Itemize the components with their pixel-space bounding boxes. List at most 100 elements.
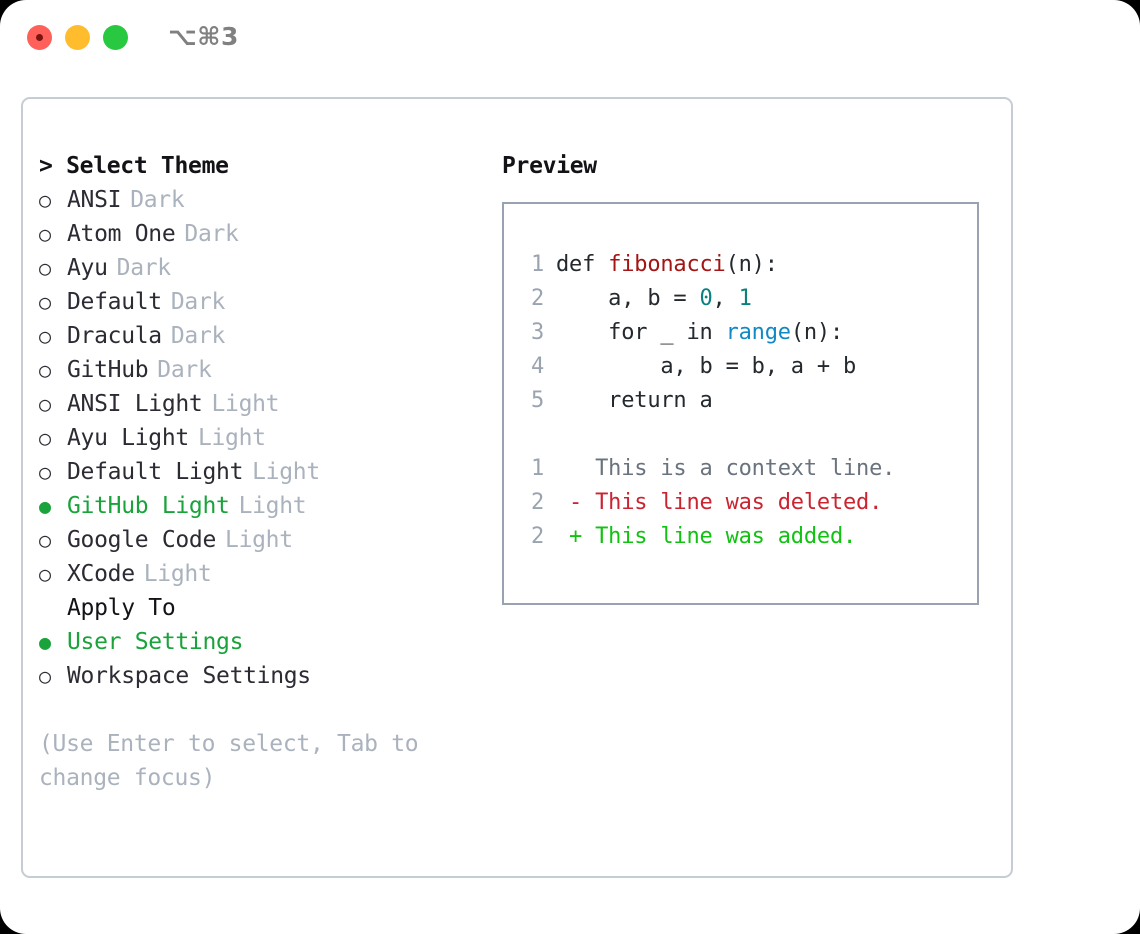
- theme-option-label: GitHub Light: [67, 493, 230, 519]
- code-token: (n):: [725, 252, 778, 277]
- radio-unselected-icon: ○: [39, 256, 51, 280]
- theme-option-github[interactable]: ○ GitHub Dark: [39, 353, 469, 387]
- theme-option-label: ANSI: [67, 187, 122, 213]
- theme-option-default-light[interactable]: ○ Default Light Light: [39, 455, 469, 489]
- line-number: 1: [530, 252, 544, 277]
- code-line: 4 a, b = b, a + b: [522, 350, 977, 384]
- radio-unselected-icon: ○: [39, 562, 51, 586]
- theme-option-google-code[interactable]: ○ Google Code Light: [39, 523, 469, 557]
- theme-option-tag: Dark: [170, 323, 226, 349]
- apply-to-option-workspace-settings[interactable]: ○ Workspace Settings: [39, 659, 469, 693]
- window-controls: [27, 25, 128, 50]
- code-diff-spacer: [522, 418, 977, 452]
- radio-unselected-icon: ○: [39, 528, 51, 552]
- theme-option-tag: Light: [252, 459, 320, 485]
- close-button[interactable]: [27, 25, 52, 50]
- theme-option-tag: Light: [197, 425, 266, 451]
- diff-line: 2 - This line was deleted.: [522, 486, 977, 520]
- code-token: This is a context line.: [556, 456, 896, 481]
- theme-option-tag: Light: [211, 391, 280, 417]
- keyboard-hint: (Use Enter to select, Tab to change focu…: [39, 731, 419, 791]
- theme-option-ayu[interactable]: ○ Ayu Dark: [39, 251, 469, 285]
- apply-to-list: ● User Settings ○ Workspace Settings: [39, 625, 469, 693]
- theme-option-atom-one[interactable]: ○ Atom One Dark: [39, 217, 469, 251]
- radio-unselected-icon: ○: [39, 222, 51, 246]
- code-line: 5 return a: [522, 384, 977, 418]
- theme-option-label: GitHub: [67, 357, 149, 383]
- radio-unselected-icon: ○: [39, 358, 51, 382]
- theme-option-label: Default Light: [67, 459, 244, 485]
- line-number: 2: [530, 490, 544, 515]
- radio-selected-icon: ●: [39, 630, 51, 654]
- line-number: 4: [530, 354, 544, 379]
- theme-option-tag: Dark: [170, 289, 226, 315]
- apply-to-option-label: User Settings: [67, 629, 244, 655]
- line-number: 3: [530, 320, 544, 345]
- code-token: a, b =: [556, 286, 700, 311]
- code-token: return a: [556, 388, 713, 413]
- title-bar: ⌥⌘3: [0, 0, 1140, 78]
- code-token: ,: [712, 286, 739, 311]
- code-token: range: [725, 320, 791, 345]
- theme-option-tag: Light: [238, 493, 307, 519]
- radio-unselected-icon: ○: [39, 290, 51, 314]
- code-token: (n):: [790, 320, 844, 345]
- theme-option-github-light[interactable]: ● GitHub Light Light: [39, 489, 469, 523]
- radio-unselected-icon: ○: [39, 188, 51, 212]
- radio-unselected-icon: ○: [39, 664, 51, 688]
- code-token: for _ in: [556, 320, 726, 345]
- code-token: 0: [699, 286, 713, 311]
- theme-option-label: Atom One: [67, 221, 176, 247]
- theme-option-ansi[interactable]: ○ ANSI Dark: [39, 183, 469, 217]
- radio-selected-icon: ●: [39, 494, 51, 518]
- select-theme-header: > Select Theme: [39, 153, 229, 179]
- keyboard-shortcut-label: ⌥⌘3: [168, 22, 239, 51]
- radio-unselected-icon: ○: [39, 324, 51, 348]
- theme-option-label: Dracula: [67, 323, 162, 349]
- theme-option-default[interactable]: ○ Default Dark: [39, 285, 469, 319]
- theme-option-dracula[interactable]: ○ Dracula Dark: [39, 319, 469, 353]
- code-token: fibonacci: [608, 252, 726, 277]
- code-line: 1 def fibonacci(n):: [522, 248, 977, 282]
- preview-title: Preview: [502, 153, 597, 179]
- maximize-button[interactable]: [103, 25, 128, 50]
- theme-option-label: Google Code: [67, 527, 217, 553]
- line-number: 2: [530, 524, 544, 549]
- code-token: def: [556, 252, 609, 277]
- theme-option-label: Ayu: [67, 255, 108, 281]
- theme-option-tag: Dark: [184, 221, 239, 247]
- code-line: 3 for _ in range(n):: [522, 316, 977, 350]
- theme-option-label: XCode: [67, 561, 135, 587]
- theme-option-xcode[interactable]: ○ XCode Light: [39, 557, 469, 591]
- code-token: 1: [738, 286, 752, 311]
- code-line: 2 a, b = 0, 1: [522, 282, 977, 316]
- code-token: - This line was deleted.: [556, 490, 883, 515]
- radio-unselected-icon: ○: [39, 460, 51, 484]
- theme-option-label: Default: [67, 289, 162, 315]
- theme-option-tag: Light: [225, 527, 293, 553]
- theme-option-tag: Dark: [116, 255, 172, 281]
- diff-line: 2 + This line was added.: [522, 520, 977, 554]
- apply-to-option-user-settings[interactable]: ● User Settings: [39, 625, 469, 659]
- code-token: a, b = b, a + b: [556, 354, 857, 379]
- line-number: 5: [530, 388, 544, 413]
- radio-unselected-icon: ○: [39, 426, 51, 450]
- theme-option-tag: Dark: [130, 187, 185, 213]
- radio-unselected-icon: ○: [39, 392, 51, 416]
- minimize-button[interactable]: [65, 25, 90, 50]
- apply-to-header: Apply To: [67, 595, 176, 621]
- theme-option-tag: Light: [143, 561, 212, 587]
- theme-option-tag: Dark: [157, 357, 212, 383]
- apply-to-option-label: Workspace Settings: [67, 663, 311, 689]
- diff-line: 1 This is a context line.: [522, 452, 977, 486]
- code-token: + This line was added.: [556, 524, 857, 549]
